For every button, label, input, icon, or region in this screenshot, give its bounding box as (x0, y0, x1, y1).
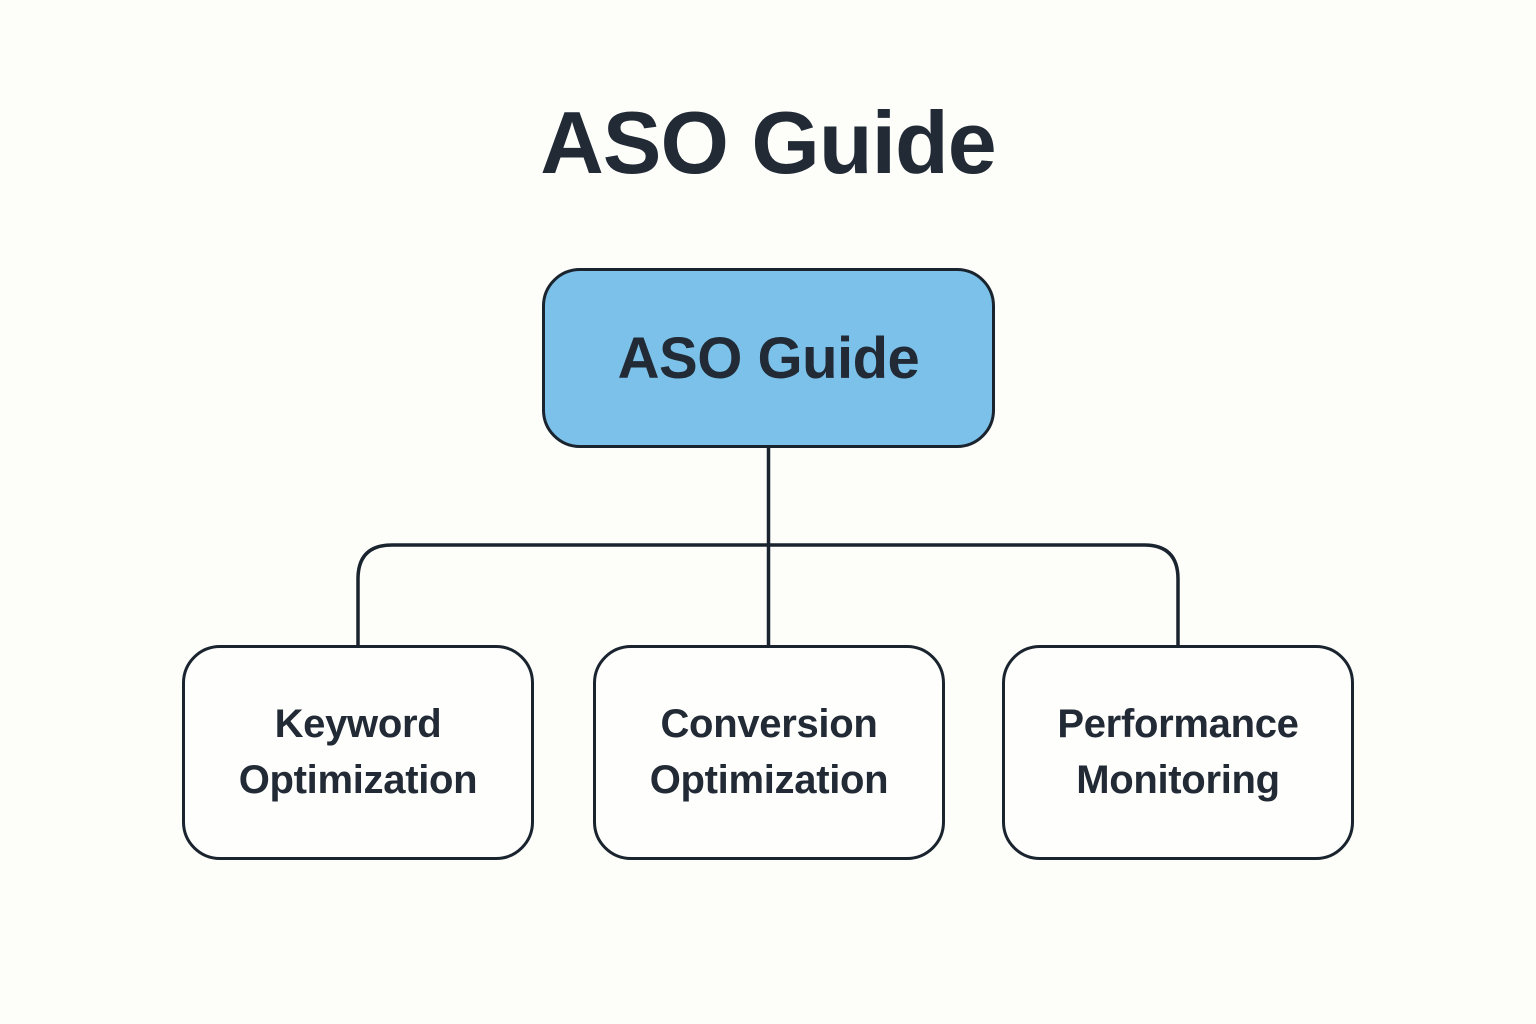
node-label: Keyword Optimization (238, 702, 478, 802)
node-label: Conversion Optimization (649, 702, 889, 802)
connector-branch-bus (356, 543, 1180, 645)
node-performance-monitoring[interactable]: Performance Monitoring (1002, 645, 1354, 860)
node-label: Performance Monitoring (1057, 702, 1299, 802)
node-label: ASO Guide (617, 325, 920, 391)
node-keyword-optimization[interactable]: Keyword Optimization (182, 645, 534, 860)
node-root-aso-guide[interactable]: ASO Guide (542, 268, 995, 448)
diagram-title: ASO Guide (540, 93, 997, 192)
node-conversion-optimization[interactable]: Conversion Optimization (593, 645, 945, 860)
